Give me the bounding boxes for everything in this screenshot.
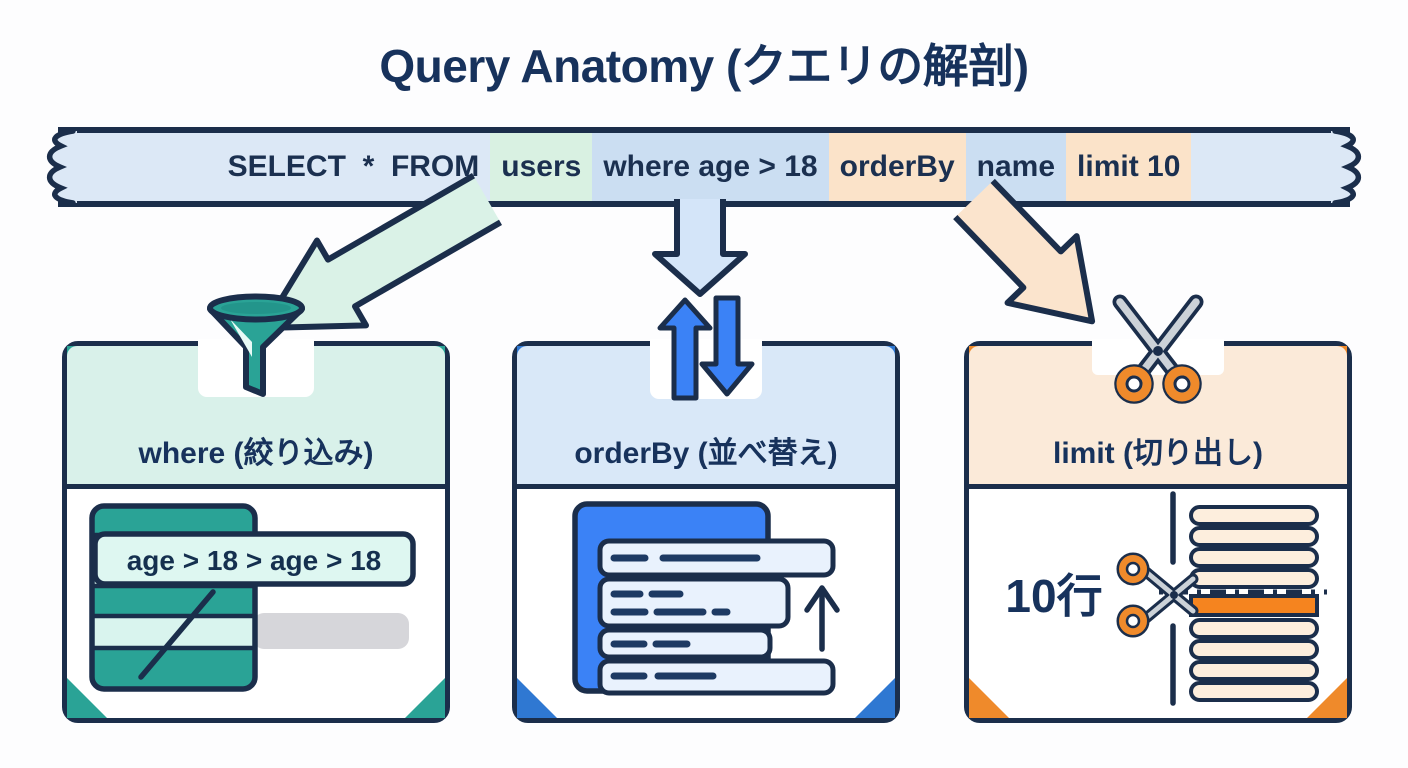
ribbon-torn-edge-left (46, 128, 77, 206)
card-limit-title: limit (切り出し) (1053, 437, 1263, 470)
sql-token-orderby: orderBy (828, 133, 966, 201)
corner-accent (405, 678, 445, 718)
move-up-arrow (804, 584, 840, 652)
funnel-icon (207, 293, 305, 397)
card-limit: limit (切り出し) 10行 (964, 294, 1352, 723)
card-limit-illustration: 10行 (969, 478, 1346, 718)
card-orderby: orderBy (並べ替え) (512, 295, 900, 723)
result-row (1189, 567, 1319, 589)
sql-token-where: where age > 18 (592, 133, 829, 201)
card-where-title: where (絞り込み) (138, 437, 374, 470)
sql-token-select-from: SELECT * FROM (227, 150, 480, 183)
filter-condition-bar (92, 530, 416, 587)
result-row (1189, 680, 1319, 702)
sorted-row (597, 576, 791, 628)
card-orderby-illustration (517, 478, 894, 718)
card-orderby-header: orderBy (並べ替え) (517, 346, 895, 489)
card-orderby-title: orderBy (並べ替え) (574, 437, 838, 470)
sorted-row (597, 658, 836, 695)
result-row (1189, 504, 1319, 526)
sort-arrows-icon (657, 295, 755, 401)
page-title: Query Anatomy (クエリの解剖) (379, 40, 1029, 92)
sql-ribbon-banner: SELECT * FROM users where age > 18 order… (46, 127, 1362, 207)
row-count-label: 10行 (1005, 570, 1102, 622)
card-where-header: where (絞り込み) (67, 346, 445, 489)
corner-accent (969, 678, 1009, 718)
sql-token-name: name (965, 133, 1067, 201)
result-row (1189, 617, 1319, 639)
result-row (1189, 546, 1319, 568)
disabled-row-bar (253, 612, 409, 649)
strike-slash (138, 588, 216, 680)
result-row (1189, 659, 1319, 681)
cutoff-row (1189, 593, 1319, 617)
card-where-illustration: age > 18 > age > 18 (67, 478, 444, 718)
ribbon-torn-edge-right (1331, 128, 1362, 206)
arrow-to-orderby (652, 199, 748, 297)
corner-accent (855, 678, 895, 718)
sql-token-limit: limit 10 (1066, 133, 1192, 201)
card-where: where (絞り込み) (62, 293, 450, 723)
scissors-icon (1112, 294, 1204, 404)
result-row (1189, 525, 1319, 547)
corner-accent (517, 678, 557, 718)
result-row (1189, 638, 1319, 660)
table-stack (89, 502, 258, 692)
small-scissors-icon (1116, 552, 1199, 637)
filter-condition-label: age > 18 > age > 18 (127, 545, 382, 576)
sql-token-users: users (490, 133, 593, 201)
result-row-stack (1189, 504, 1319, 702)
